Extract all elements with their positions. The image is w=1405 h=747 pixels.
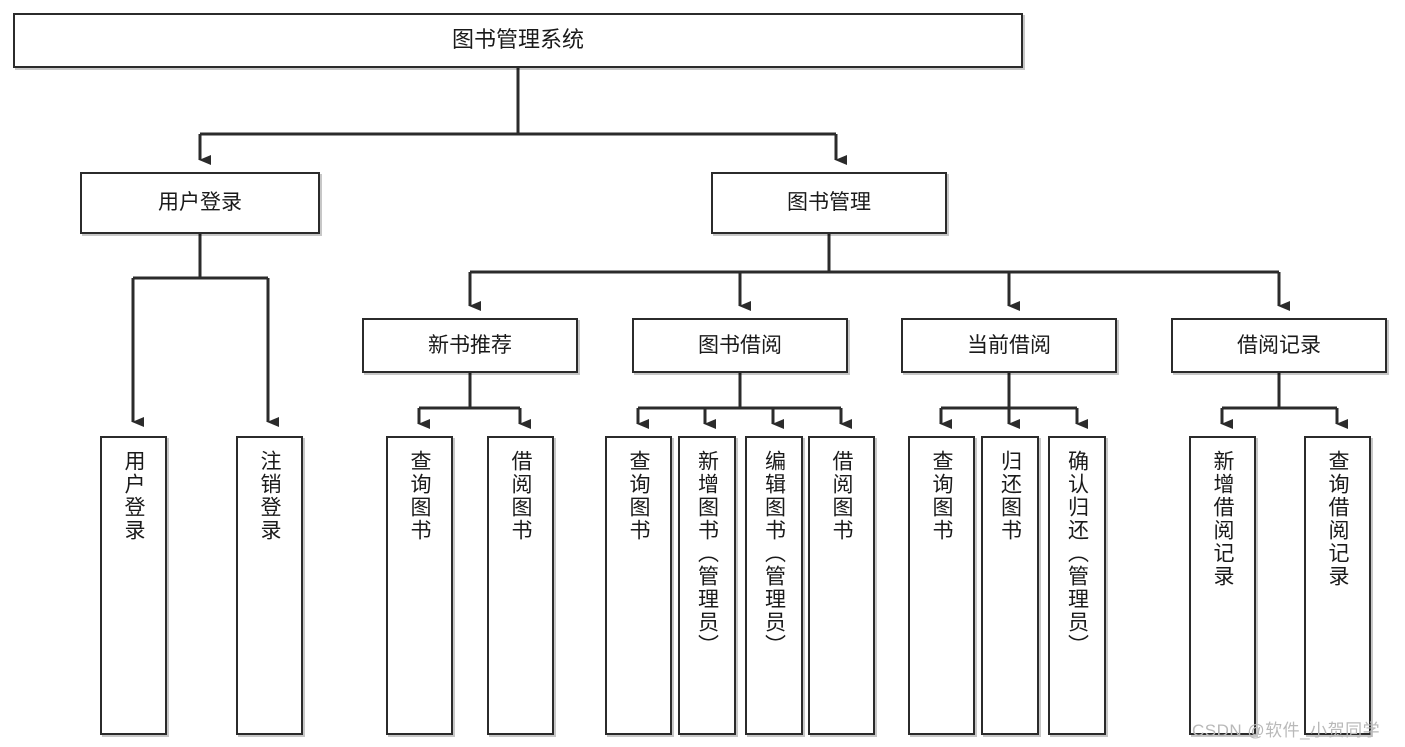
node-book-borrow[interactable]: 图书借阅 [632,318,848,373]
leaf-borrow-edit-book-label: 编辑图书（管理员） [762,450,786,657]
node-book-borrow-label: 图书借阅 [698,333,782,357]
leaf-borrow-add-book[interactable]: 新增图书（管理员） [678,436,736,735]
leaf-borrow-borrow-book[interactable]: 借阅图书 [808,436,875,735]
node-borrow-record[interactable]: 借阅记录 [1171,318,1387,373]
leaf-current-return-label: 归还图书 [998,450,1022,542]
node-new-book-recommend-label: 新书推荐 [428,333,512,357]
node-book-management-label: 图书管理 [787,191,871,215]
leaf-record-add[interactable]: 新增借阅记录 [1189,436,1256,735]
leaf-new-book-borrow[interactable]: 借阅图书 [487,436,554,735]
node-new-book-recommend[interactable]: 新书推荐 [362,318,578,373]
leaf-new-book-query-label: 查询图书 [408,450,431,542]
node-current-borrow-label: 当前借阅 [967,333,1051,357]
node-user-login-label: 用户登录 [158,191,242,215]
leaf-current-return[interactable]: 归还图书 [981,436,1039,735]
leaf-user-login-signout-label: 注销登录 [258,450,281,542]
leaf-borrow-query[interactable]: 查询图书 [605,436,672,735]
leaf-new-book-query[interactable]: 查询图书 [386,436,453,735]
leaf-current-query-label: 查询图书 [930,450,953,542]
leaf-borrow-query-label: 查询图书 [627,450,650,542]
node-borrow-record-label: 借阅记录 [1237,333,1321,357]
leaf-borrow-edit-book[interactable]: 编辑图书（管理员） [745,436,803,735]
leaf-current-query[interactable]: 查询图书 [908,436,975,735]
leaf-current-confirm-return-label: 确认归还（管理员） [1065,450,1089,657]
leaf-borrow-borrow-book-label: 借阅图书 [830,450,853,542]
leaf-record-add-label: 新增借阅记录 [1211,450,1234,588]
leaf-current-confirm-return[interactable]: 确认归还（管理员） [1048,436,1106,735]
leaf-user-login-signout[interactable]: 注销登录 [236,436,303,735]
leaf-user-login-signin[interactable]: 用户登录 [100,436,167,735]
leaf-record-query[interactable]: 查询借阅记录 [1304,436,1371,735]
leaf-borrow-add-book-label: 新增图书（管理员） [695,450,719,657]
node-book-management[interactable]: 图书管理 [711,172,947,234]
leaf-record-query-label: 查询借阅记录 [1326,450,1349,588]
leaf-user-login-signin-label: 用户登录 [122,450,145,542]
leaf-new-book-borrow-label: 借阅图书 [509,450,532,542]
node-root[interactable]: 图书管理系统 [13,13,1023,68]
node-current-borrow[interactable]: 当前借阅 [901,318,1117,373]
node-root-label: 图书管理系统 [451,27,584,53]
node-user-login[interactable]: 用户登录 [80,172,320,234]
